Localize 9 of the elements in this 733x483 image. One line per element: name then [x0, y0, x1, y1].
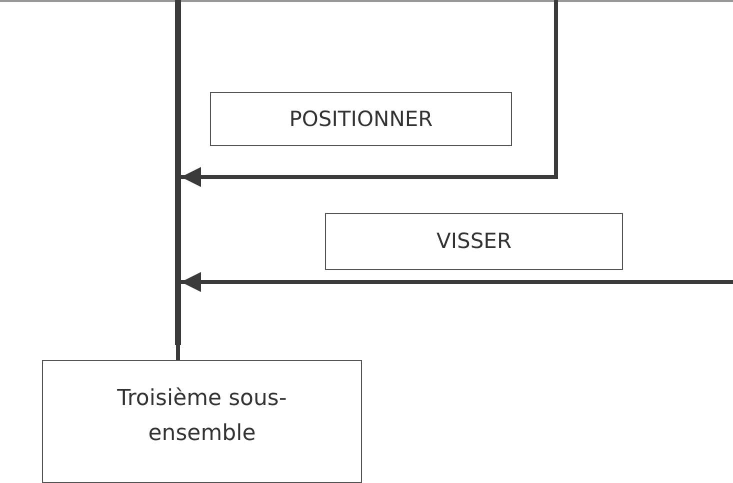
arrow: [181, 272, 733, 292]
box-label: Troisième sous-ensemble: [116, 385, 288, 448]
connector-line: [176, 345, 180, 360]
box-label: VISSER: [436, 228, 512, 256]
label-box: [210, 92, 512, 146]
box-label: POSITIONNER: [289, 106, 433, 133]
label-box: [42, 360, 362, 483]
label-box: [325, 213, 623, 270]
arrow: [181, 0, 558, 187]
